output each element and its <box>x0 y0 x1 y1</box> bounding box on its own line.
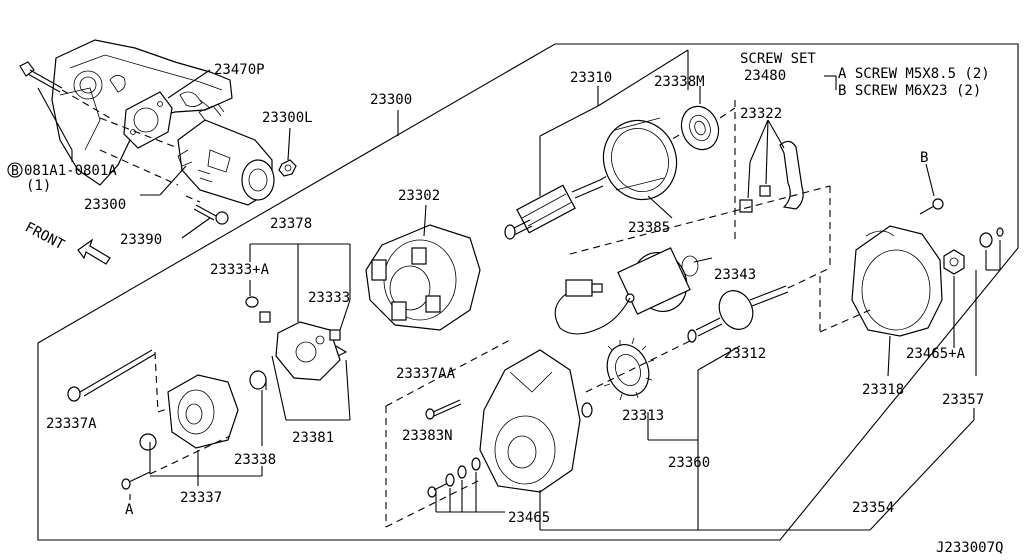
rear-housing-23318 <box>851 225 943 337</box>
starter-assembly-23300 <box>177 105 275 206</box>
brush-spring-23333 <box>329 329 348 357</box>
label-23300L: 23300L <box>262 110 313 126</box>
label-23385: 23385 <box>628 220 670 236</box>
rear-cover-23337 <box>167 374 239 449</box>
yoke-23385 <box>602 117 678 201</box>
label-23381: 23381 <box>292 430 334 446</box>
connector-plug <box>554 279 631 335</box>
washers-23357 <box>979 227 1004 248</box>
label-23337A: 23337A <box>46 416 97 432</box>
label-23310: 23310 <box>570 70 612 86</box>
screw-23337AA <box>425 399 462 420</box>
label-23338M: 23338M <box>654 74 705 90</box>
screw-set-part-number: 23480 <box>744 68 786 84</box>
armature-23310 <box>504 179 604 240</box>
bolt-23390 <box>185 195 229 225</box>
label-23357: 23357 <box>942 392 984 408</box>
label-23333A: 23333+A <box>210 262 270 278</box>
front-housing-23383N <box>479 349 581 493</box>
brush-set-23322 <box>739 140 804 213</box>
ref-letter-a: A <box>125 502 134 518</box>
bolt-081A1 <box>19 61 111 119</box>
through-bolt-23337A <box>67 349 156 402</box>
hardware-23465 <box>427 457 481 498</box>
label-23390: 23390 <box>120 232 162 248</box>
drawing-number: J233007Q <box>936 540 1003 556</box>
front-label: FRONT <box>22 219 67 253</box>
screw-set-title: SCREW SET <box>740 51 816 67</box>
front-arrow-icon <box>77 238 111 265</box>
screw-B-rear <box>919 198 944 215</box>
label-23343: 23343 <box>714 267 756 283</box>
label-23302: 23302 <box>398 188 440 204</box>
screw-set-line-a: A SCREW M5X8.5 (2) <box>838 66 990 82</box>
washer <box>581 402 593 418</box>
bearing-23338M <box>680 105 720 151</box>
assembly-frame <box>37 43 1019 541</box>
nut-23300L <box>278 159 297 177</box>
bolt-code-prefix: B <box>11 164 19 179</box>
label-23322: 23322 <box>740 106 782 122</box>
label-23378: 23378 <box>270 216 312 232</box>
label-23383N: 23383N <box>402 428 453 444</box>
label-23300-top: 23300 <box>370 92 412 108</box>
label-23313: 23313 <box>622 408 664 424</box>
label-23337AA: 23337AA <box>396 366 456 382</box>
bolt-qty: (1) <box>26 178 51 194</box>
label-23360: 23360 <box>668 455 710 471</box>
label-23465A: 23465+A <box>906 346 966 362</box>
label-23337: 23337 <box>180 490 222 506</box>
bolt-ref-circle-icon <box>7 162 23 178</box>
bushing-23338 <box>249 370 267 390</box>
cap <box>139 433 157 451</box>
label-23333: 23333 <box>308 290 350 306</box>
label-23318: 23318 <box>862 382 904 398</box>
pinion-shaft-23312 <box>687 285 789 343</box>
part-23333A <box>245 296 271 323</box>
label-23465: 23465 <box>508 510 550 526</box>
brush-holder-23302 <box>365 224 481 331</box>
screw-A-rear <box>121 471 151 490</box>
bolt-code: 081A1-0801A <box>24 163 117 179</box>
ref-letter-b: B <box>920 150 928 166</box>
label-23354: 23354 <box>852 500 894 516</box>
solenoid-23343 <box>617 247 713 315</box>
label-23338: 23338 <box>234 452 276 468</box>
screw-set-line-b: B SCREW M6X23 (2) <box>838 83 981 99</box>
drive-gear-23313 <box>603 337 655 401</box>
brush-plate-23381 <box>275 321 341 381</box>
gasket-23470P <box>123 91 173 149</box>
label-23470P: 23470P <box>214 62 265 78</box>
label-23312: 23312 <box>724 346 766 362</box>
nut-23465A <box>943 249 965 275</box>
label-23300-left: 23300 <box>84 197 126 213</box>
